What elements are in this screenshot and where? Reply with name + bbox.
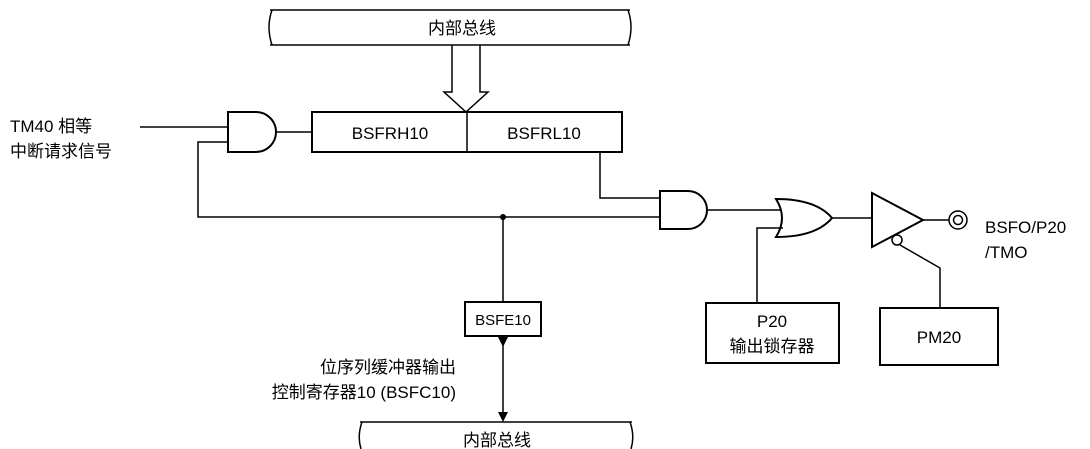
bsfrh10-label: BSFRH10 [352,124,429,143]
control-register-label-line1: 位序列缓冲器输出 [320,358,456,377]
or-gate [774,197,834,239]
top-internal-bus: 内部总线 [268,9,632,46]
buffer-enable-bubble [891,234,903,246]
bottom-internal-bus: 内部总线 [358,421,634,449]
bsfr-register: BSFRH10 BSFRL10 [311,111,623,153]
enable-wire [197,141,660,218]
bottom-bus-label: 内部总线 [463,431,531,449]
p20-latch-label-line2: 输出锁存器 [730,337,815,356]
output-label-line2: /TMO [985,243,1028,262]
bsfrl10-label: BSFRL10 [507,124,581,143]
pm20-label: PM20 [917,328,961,347]
output-pin-inner [952,214,964,226]
and-gate-2 [659,190,708,230]
output-label-line1: BSFO/P20 [985,218,1066,237]
bsfe10-label: BSFE10 [475,312,531,329]
control-register-label-line2: 控制寄存器10 (BSFC10) [272,383,456,402]
p20-latch-box [705,302,840,364]
and-gate-1 [227,111,277,153]
pm20-box [879,307,999,366]
bsfrl-to-and2-wire [599,152,660,199]
p20-latch-to-or-wire [756,227,783,303]
bus-to-register-arrow [442,45,490,114]
p20-latch-label-line1: P20 [757,312,787,331]
tristate-buffer [871,191,926,249]
pm20-to-buffer-wire [899,244,941,308]
tm40-label-line1: TM40 相等 [10,117,92,136]
bsfe10-box [464,301,542,337]
tm40-label-line2: 中断请求信号 [10,142,112,161]
top-bus-label: 内部总线 [428,19,496,38]
